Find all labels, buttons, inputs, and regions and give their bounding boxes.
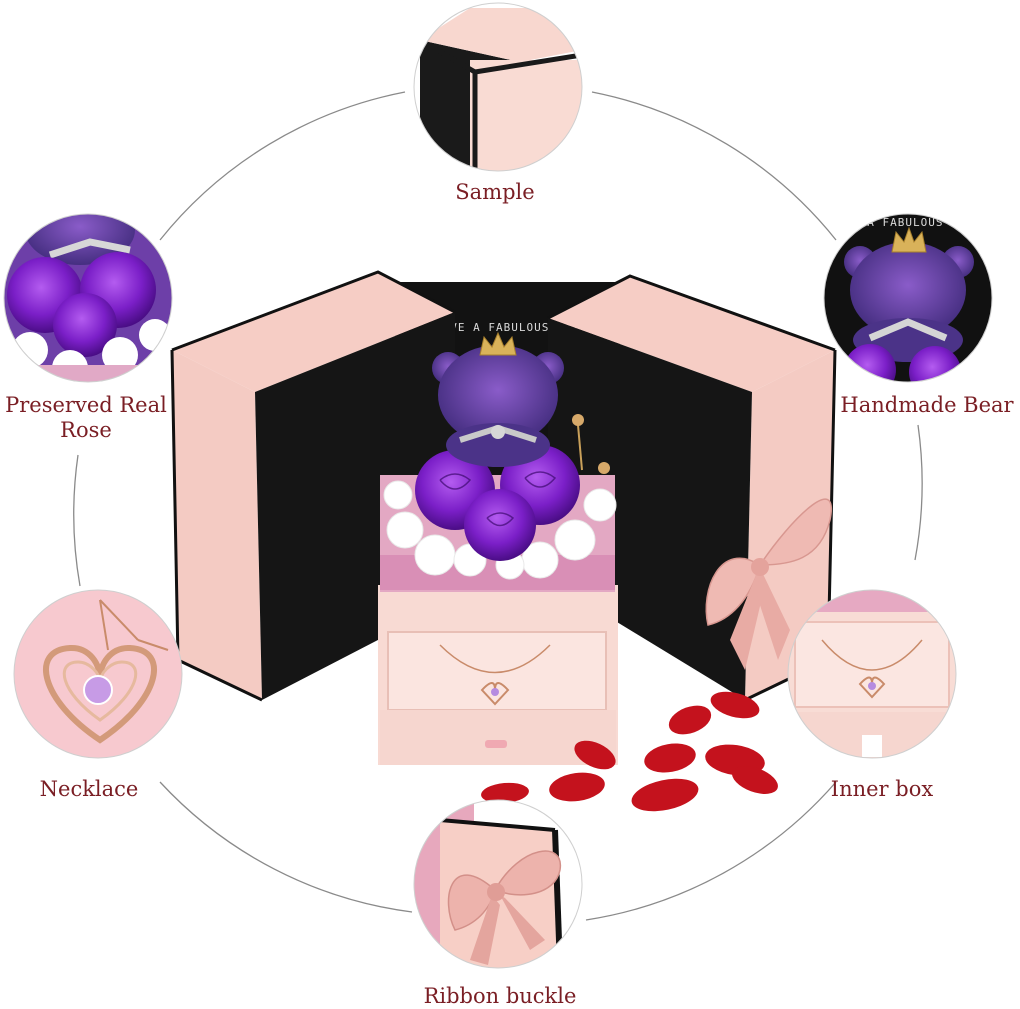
detail-bubble-rose [3, 213, 173, 383]
detail-bubble-inner-box [787, 589, 957, 759]
label-handmade-bear: Handmade Bear [840, 393, 1014, 417]
rose-petals [481, 691, 778, 812]
connector-ring [73, 91, 923, 921]
gift-box-main: HAVE A FABULOUS DAY [170, 270, 837, 765]
bear-detail-engraving: E A FABULOUS [852, 216, 943, 229]
label-inner-box: Inner box [830, 777, 934, 801]
detail-bubble-bear: E A FABULOUS [823, 213, 993, 383]
label-ribbon-buckle: Ribbon buckle [423, 984, 577, 1008]
ribbon-bow [705, 498, 833, 670]
detail-bubble-ribbon [413, 799, 583, 969]
box-engraving: HAVE A FABULOUS DAY [435, 321, 580, 334]
label-necklace: Necklace [39, 777, 139, 801]
detail-bubble-sample [413, 2, 583, 172]
label-preserved-rose: Preserved Real Rose [5, 393, 167, 443]
detail-bubble-necklace [13, 589, 183, 759]
label-sample: Sample [455, 180, 535, 204]
